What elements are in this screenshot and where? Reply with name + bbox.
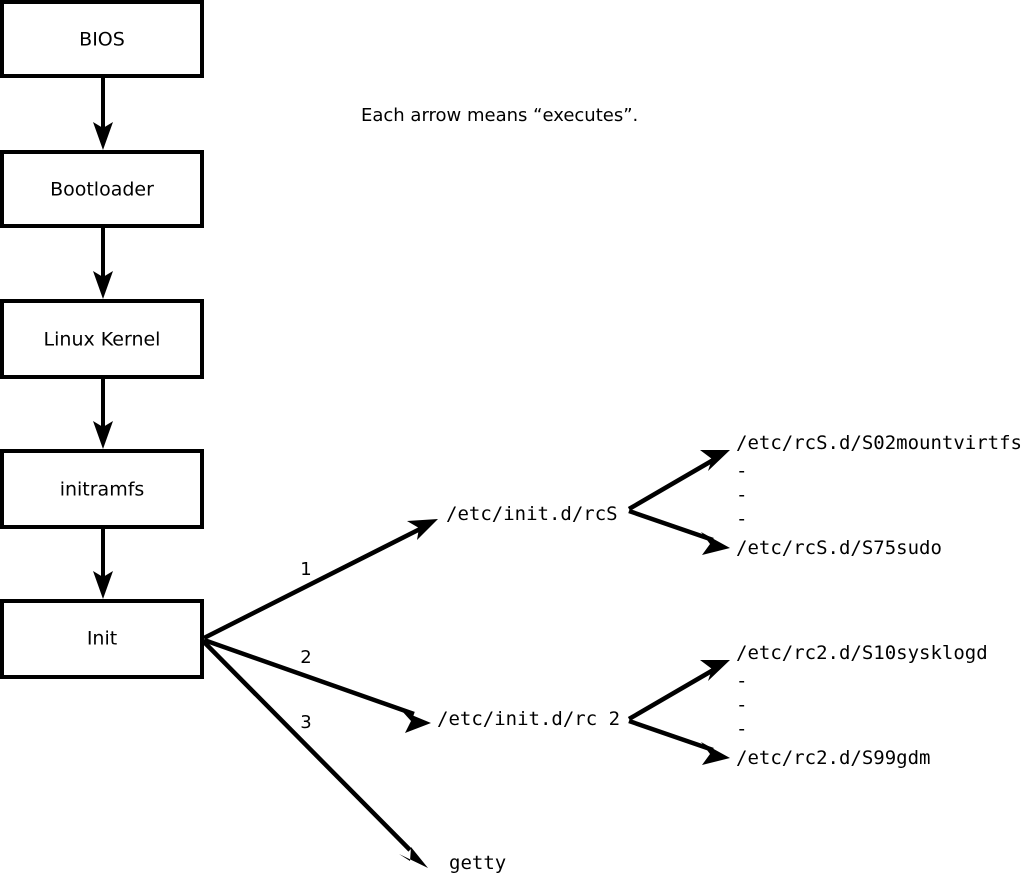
diagram-caption: Each arrow means “executes”.: [361, 105, 638, 126]
branch-label-getty: getty: [449, 852, 506, 874]
rcs-target-last: /etc/rcS.d/S75sudo: [736, 537, 942, 559]
rc2-fanout: /etc/rc2.d/S10sysklogd - - - /etc/rc2.d/…: [627, 642, 988, 769]
rc2-target-first: /etc/rc2.d/S10sysklogd: [736, 642, 988, 664]
rc2-fanout-shaft-top: [627, 667, 717, 721]
chain-box-initramfs: initramfs: [0, 449, 204, 529]
chain-box-bootloader: Bootloader: [0, 150, 204, 228]
rc2-target-last: /etc/rc2.d/S99gdm: [736, 747, 930, 769]
arrow-initramfs-to-init: [93, 527, 113, 599]
arrow-head-icon: [93, 122, 113, 150]
arrow-head-icon: [93, 271, 113, 299]
rcs-fanout: /etc/rcS.d/S02mountvirtfs - - - /etc/rcS…: [627, 432, 1022, 559]
rcs-ellipsis-dash-3: -: [736, 508, 747, 530]
init-branch-1: 1 /etc/init.d/rcS: [202, 503, 618, 641]
arrow-head-icon: [402, 711, 431, 733]
arrow-head-icon: [701, 742, 730, 765]
init-branch-3: 3 getty: [202, 640, 506, 874]
box-label-linux-kernel: Linux Kernel: [44, 329, 161, 351]
branch-shaft-3: [202, 640, 412, 852]
arrow-head-icon: [399, 847, 428, 868]
arrow-bootloader-to-kernel: [93, 226, 113, 299]
box-label-initramfs: initramfs: [60, 479, 145, 501]
box-outline-init: [0, 599, 204, 679]
rcs-fanout-shaft-bottom: [628, 508, 714, 543]
arrow-head-icon: [407, 519, 438, 540]
box-label-bios: BIOS: [79, 29, 125, 51]
branch-label-rc2: /etc/init.d/rc 2: [437, 708, 620, 730]
arrow-bios-to-bootloader: [93, 76, 113, 150]
arrow-head-icon: [93, 421, 113, 449]
rcs-ellipsis-dash-1: -: [736, 460, 747, 482]
branch-label-rcs: /etc/init.d/rcS: [446, 503, 618, 525]
branch-shaft-2: [203, 637, 415, 717]
branch-number-1: 1: [300, 559, 311, 580]
box-outline-bios: [0, 0, 204, 78]
rcs-ellipsis-dash-2: -: [736, 484, 747, 506]
rcs-fanout-shaft-top: [627, 457, 717, 511]
branch-number-3: 3: [300, 712, 311, 733]
rc2-fanout-shaft-bottom: [628, 718, 714, 753]
arrow-head-icon: [700, 660, 730, 681]
rc2-ellipsis-dash-2: -: [736, 694, 747, 716]
box-outline-initramfs: [0, 449, 204, 529]
branch-shaft-1: [202, 524, 426, 641]
box-label-init: Init: [87, 628, 117, 650]
arrow-head-icon: [93, 571, 113, 599]
init-branch-2: 2 /etc/init.d/rc 2: [203, 637, 620, 733]
chain-box-linux-kernel: Linux Kernel: [0, 299, 204, 379]
rcs-target-first: /etc/rcS.d/S02mountvirtfs: [736, 432, 1022, 454]
arrow-kernel-to-initramfs: [93, 377, 113, 449]
chain-box-bios: BIOS: [0, 0, 204, 78]
box-label-bootloader: Bootloader: [50, 179, 154, 201]
branch-number-2: 2: [300, 647, 311, 668]
arrow-head-icon: [701, 532, 730, 555]
rc2-ellipsis-dash-1: -: [736, 670, 747, 692]
chain-box-init: Init: [0, 599, 204, 679]
rc2-ellipsis-dash-3: -: [736, 718, 747, 740]
arrow-head-icon: [700, 450, 730, 471]
